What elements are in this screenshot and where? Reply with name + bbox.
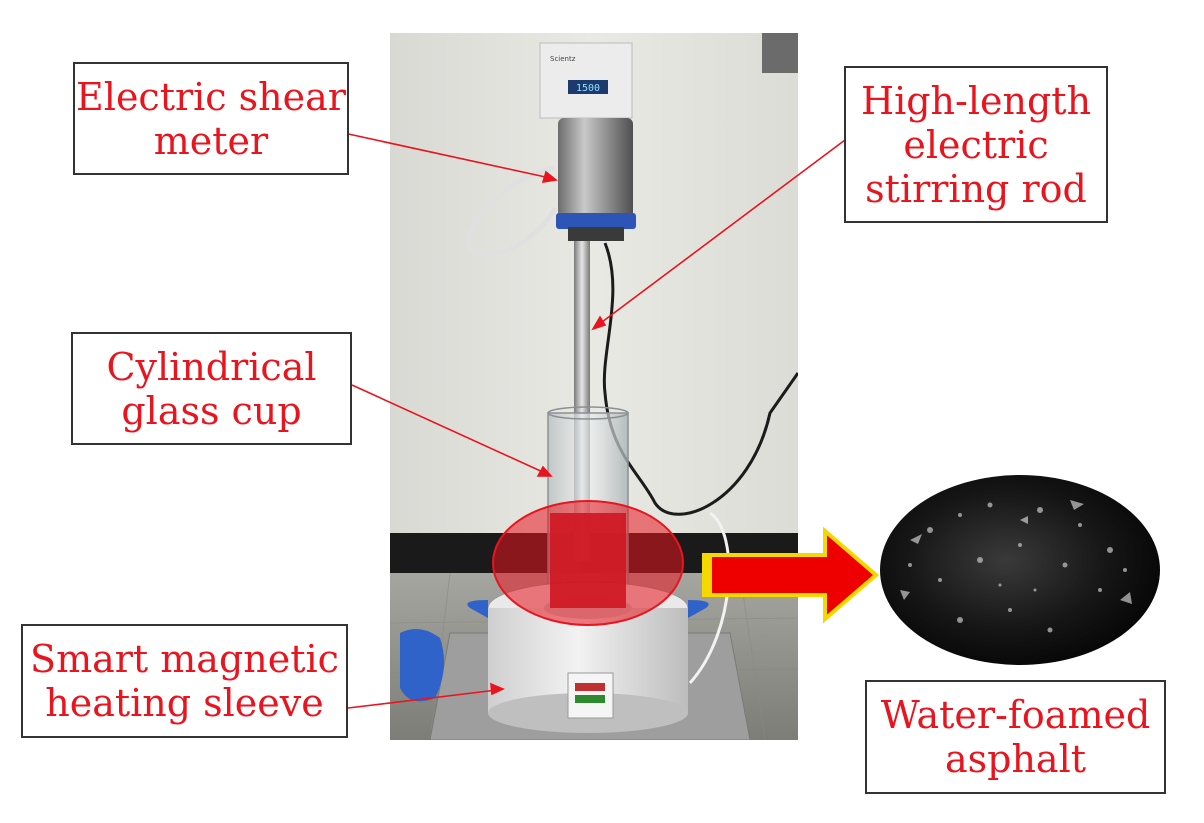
- label-stirring-rod: High-length electric stirring rod: [844, 66, 1108, 223]
- label-text: heating sleeve: [45, 681, 324, 725]
- label-electric-shear-meter: Electric shear meter: [73, 62, 349, 175]
- label-text: meter: [153, 118, 269, 163]
- foaming-zone-highlight: [492, 500, 684, 626]
- result-arrow: [702, 526, 880, 624]
- label-text: stirring rod: [865, 166, 1087, 211]
- label-text: Electric shear: [76, 74, 346, 119]
- label-text: Smart magnetic: [30, 637, 339, 681]
- label-heating-sleeve: Smart magnetic heating sleeve: [21, 624, 348, 738]
- label-text: electric: [903, 122, 1049, 167]
- label-text: Water-foamed: [880, 693, 1151, 737]
- label-text: asphalt: [944, 737, 1087, 781]
- label-foamed-asphalt: Water-foamed asphalt: [865, 680, 1166, 794]
- speed-display: 1500: [576, 83, 600, 94]
- label-text: High-length: [860, 78, 1092, 123]
- label-glass-cup: Cylindrical glass cup: [71, 332, 352, 445]
- label-text: glass cup: [121, 388, 302, 433]
- brand-text: Scientz: [550, 55, 576, 63]
- foamed-asphalt-image: [880, 475, 1160, 665]
- apparatus-photo: 1500 Scientz: [390, 33, 798, 740]
- label-text: Cylindrical: [106, 344, 317, 389]
